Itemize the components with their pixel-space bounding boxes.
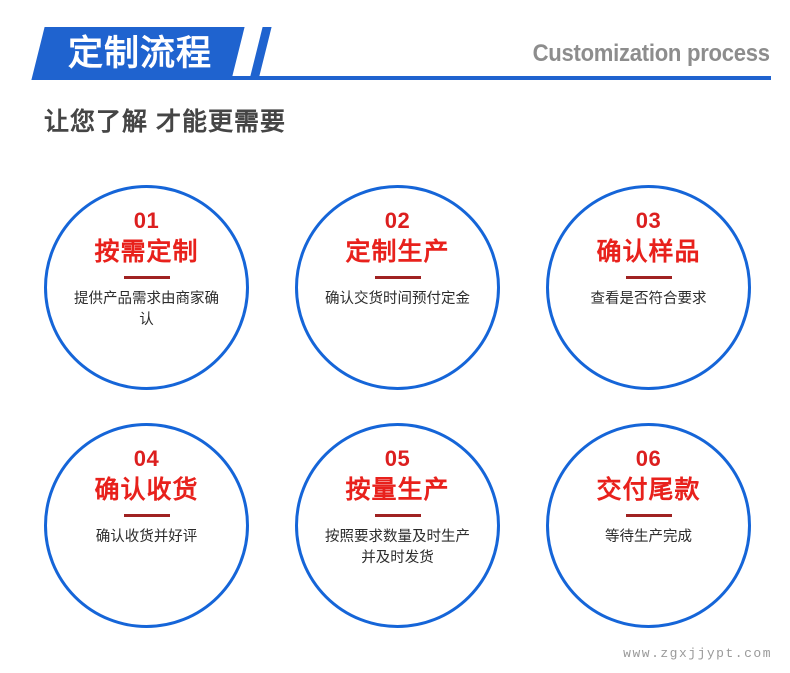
process-step-04: 04 确认收货 确认收货并好评 — [44, 423, 249, 628]
step-number: 03 — [635, 208, 662, 233]
step-title: 定制生产 — [345, 238, 450, 266]
step-divider — [123, 275, 170, 279]
process-steps-grid: 01 按需定制 提供产品需求由商家确认 02 定制生产 确认交货时间预付定金 0… — [40, 185, 755, 635]
header-underline-rule — [38, 76, 771, 80]
step-number: 01 — [133, 208, 160, 233]
process-step-06: 06 交付尾款 等待生产完成 — [546, 423, 751, 628]
page-subtitle: 让您了解 才能更需要 — [44, 108, 286, 136]
step-number: 06 — [635, 446, 662, 471]
step-description: 确认交货时间预付定金 — [325, 290, 470, 307]
section-title-english: Customization process — [532, 40, 770, 67]
step-title: 按需定制 — [94, 238, 199, 266]
banner-slash-decoration — [249, 27, 272, 80]
section-title-text: 定制流程 — [68, 34, 213, 73]
process-step-05: 05 按量生产 按照要求数量及时生产并及时发货 — [295, 423, 500, 628]
step-title: 交付尾款 — [596, 476, 701, 504]
step-divider — [374, 513, 421, 517]
step-divider — [625, 513, 672, 517]
step-divider — [123, 513, 170, 517]
step-description: 按照要求数量及时生产并及时发货 — [325, 528, 470, 566]
page-header: 定制流程 Customization process — [0, 0, 790, 92]
step-number: 04 — [133, 446, 160, 471]
step-description: 等待生产完成 — [605, 528, 692, 545]
step-description: 提供产品需求由商家确认 — [74, 290, 219, 328]
step-number: 05 — [384, 446, 411, 471]
site-watermark: www.zgxjjypt.com — [623, 646, 772, 661]
step-divider — [625, 275, 672, 279]
step-title: 按量生产 — [345, 476, 450, 504]
section-title-banner: 定制流程 — [31, 27, 245, 80]
step-divider — [374, 275, 421, 279]
process-step-02: 02 定制生产 确认交货时间预付定金 — [295, 185, 500, 390]
step-title: 确认样品 — [596, 238, 701, 266]
process-step-03: 03 确认样品 查看是否符合要求 — [546, 185, 751, 390]
step-description: 查看是否符合要求 — [590, 290, 707, 307]
step-number: 02 — [384, 208, 411, 233]
process-step-01: 01 按需定制 提供产品需求由商家确认 — [44, 185, 249, 390]
step-description: 确认收货并好评 — [95, 528, 198, 545]
step-title: 确认收货 — [94, 476, 199, 504]
